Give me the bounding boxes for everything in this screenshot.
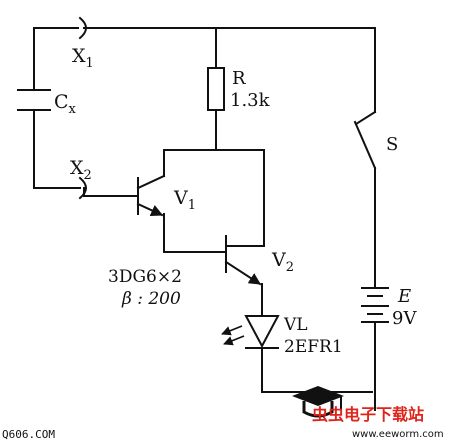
label-x2-main: X xyxy=(70,157,84,179)
terminal-x1-symbol xyxy=(78,16,87,40)
label-v2: V2 xyxy=(271,249,294,275)
battery-e xyxy=(361,287,389,323)
label-r-name: R xyxy=(232,68,246,89)
v1-emitter-arrow xyxy=(136,202,164,217)
labels: X1 Cx X2 R 1.3k S V1 V2 3DG6×2 β : 200 V… xyxy=(54,45,417,357)
label-x1: X1 xyxy=(72,45,94,71)
label-cx-sub: x xyxy=(69,102,77,117)
resistor-r xyxy=(207,67,225,111)
capacitor-cx xyxy=(17,89,51,111)
watermark: Q606.COM 虫虫电子下载站 www.eeworm.com xyxy=(2,386,444,441)
x2-to-base-wire xyxy=(83,187,137,197)
label-transistor-model: 3DG6×2 xyxy=(108,267,182,287)
led-emission-arrow-1 xyxy=(221,325,243,336)
left-lower-wire xyxy=(33,111,81,189)
label-v1-sub: 1 xyxy=(188,198,196,213)
label-v2-main: V xyxy=(271,249,286,271)
label-cx-main: C xyxy=(54,91,69,113)
label-v1: V1 xyxy=(173,187,196,213)
label-x2: X2 xyxy=(70,157,92,183)
wires xyxy=(33,27,376,411)
terminal-x2 xyxy=(78,176,87,200)
v1-collector-lead xyxy=(136,174,166,190)
switch-blade xyxy=(353,120,377,170)
v2-emitter-arrow xyxy=(224,260,262,286)
watermark-brand-text: 虫虫电子下载站 xyxy=(312,405,424,424)
label-x1-main: X xyxy=(72,45,86,67)
label-led-model: 2EFR1 xyxy=(284,337,343,357)
led-vl xyxy=(221,315,280,349)
v1-emitter-to-v2-base-wire xyxy=(163,213,225,253)
terminal-x2-symbol xyxy=(78,176,87,200)
label-battery-name: E xyxy=(397,286,411,307)
label-v1-main: V xyxy=(173,187,188,209)
label-battery-value: 9V xyxy=(392,308,417,329)
transistor-v1 xyxy=(136,174,166,217)
switch-s xyxy=(353,110,377,170)
label-x2-sub: 2 xyxy=(84,168,92,183)
mortarboard-logo-icon xyxy=(292,386,344,418)
watermark-url-text: www.eeworm.com xyxy=(352,429,444,440)
label-cx: Cx xyxy=(54,91,77,117)
label-led-name: VL xyxy=(283,315,308,335)
switch-contact-top xyxy=(354,110,377,126)
led-triangle xyxy=(244,315,280,349)
label-x1-sub: 1 xyxy=(86,56,94,71)
led-emission-arrow-2 xyxy=(223,335,245,346)
led-to-bottom-wire xyxy=(261,347,373,393)
label-beta: β : 200 xyxy=(121,289,181,309)
label-r-value: 1.3k xyxy=(230,90,271,111)
watermark-left-text: Q606.COM xyxy=(2,428,55,441)
terminal-x1 xyxy=(78,16,87,40)
transistor-v2 xyxy=(224,235,265,286)
label-switch: S xyxy=(386,134,398,155)
label-v2-sub: 2 xyxy=(286,260,294,275)
